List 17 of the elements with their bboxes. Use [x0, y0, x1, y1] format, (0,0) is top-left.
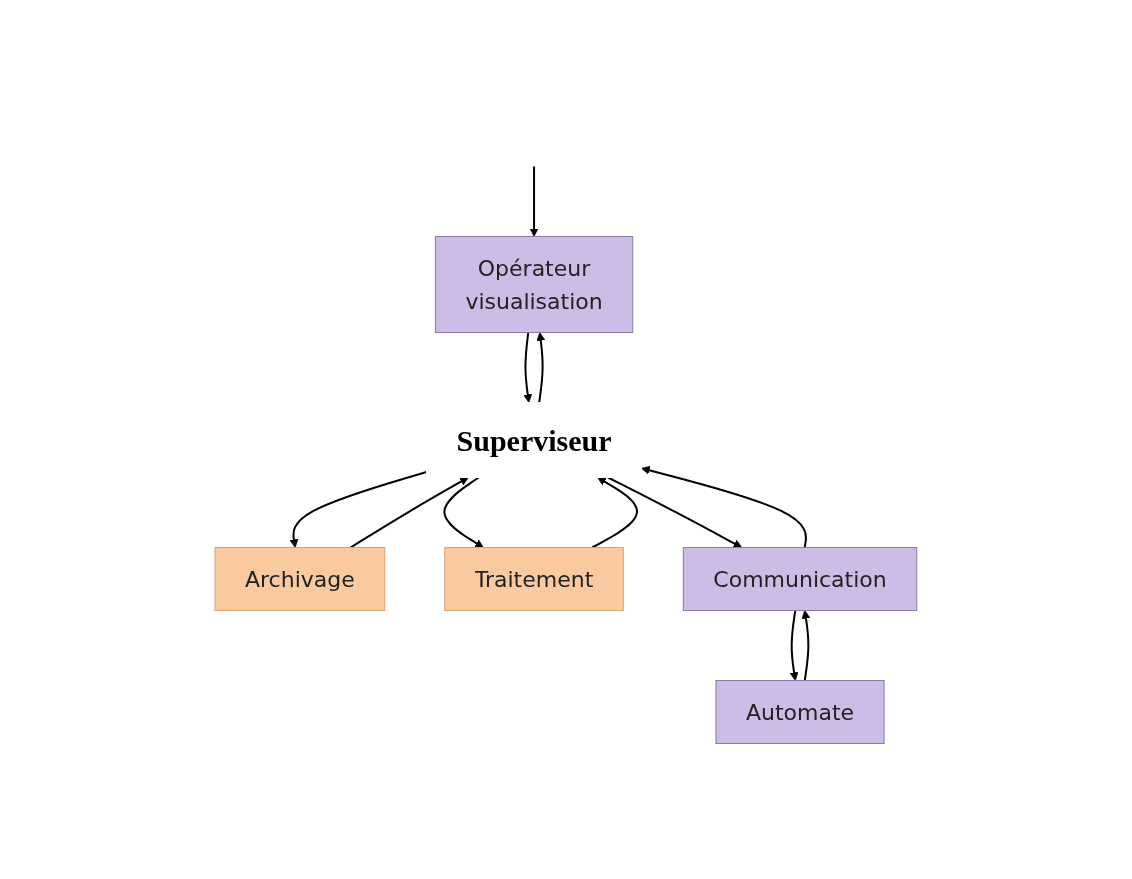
node-box: Archivage [214, 546, 386, 611]
arrow [607, 476, 743, 548]
node-text: Superviseur [456, 423, 612, 456]
arrow [789, 609, 799, 681]
arrow [349, 476, 469, 548]
node-box: Communication [682, 546, 918, 611]
arrow [536, 331, 546, 403]
arrow [801, 609, 811, 681]
arrow [529, 165, 539, 237]
arrow [641, 465, 808, 548]
arrow [443, 476, 484, 548]
node-box: Automate [715, 679, 885, 744]
node-box: Opérateur visualisation [435, 235, 634, 333]
arrow [289, 470, 428, 548]
node-box: Traitement [444, 546, 624, 611]
arrow [523, 331, 533, 403]
arrow [591, 476, 639, 548]
